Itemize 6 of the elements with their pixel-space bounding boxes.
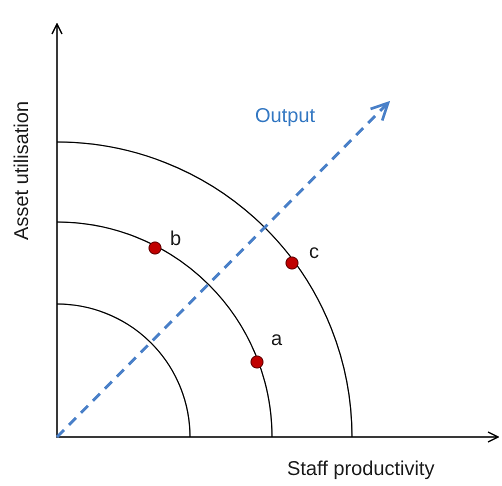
point-label: b [170, 229, 182, 249]
point-label: a [271, 329, 282, 349]
axis-title: Staff productivity [287, 459, 434, 479]
point-label: c [309, 242, 319, 262]
direction-label: Output [255, 106, 316, 126]
axis-title: Asset utilisation [12, 101, 32, 240]
